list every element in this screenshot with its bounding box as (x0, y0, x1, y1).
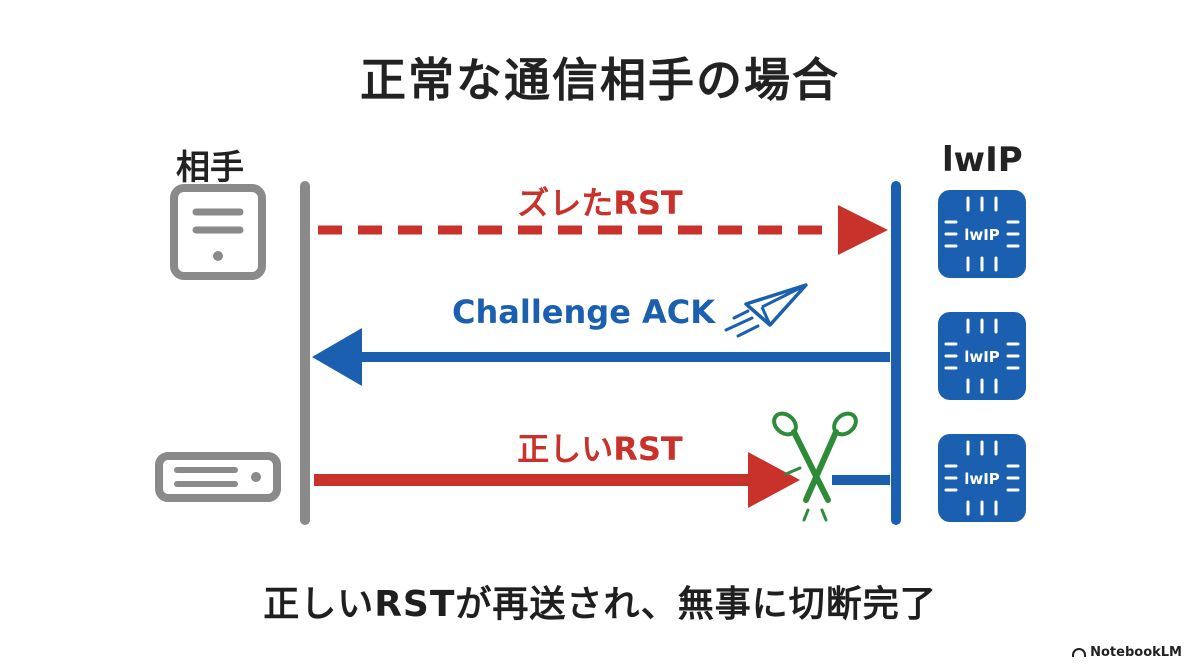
paper-plane-icon (724, 283, 808, 338)
message-label-misaligned-rst: ズレたRST (517, 184, 683, 222)
message-label-correct-rst: 正しいRST (517, 430, 683, 468)
server-rack-icon (155, 452, 281, 502)
watermark: NotebookLM (1072, 645, 1182, 660)
scissors-icon (772, 411, 858, 522)
chip-icon: lwIP (938, 190, 1026, 278)
message-arrow-correct-rst (314, 452, 890, 508)
chip-label: lwIP (964, 348, 1000, 366)
chip-icon: lwIP (938, 312, 1026, 400)
server-tower-icon (170, 184, 266, 280)
message-arrow-challenge-ack (312, 328, 890, 386)
diagram-title: 正常な通信相手の場合 (360, 53, 840, 107)
chip-icon: lwIP (938, 434, 1026, 522)
message-label-challenge-ack: Challenge ACK (452, 293, 716, 331)
watermark-text: NotebookLM (1090, 645, 1182, 660)
participant-left-label: 相手 (176, 148, 244, 188)
chip-label: lwIP (964, 470, 1000, 488)
message-arrow-misaligned-rst (318, 205, 888, 255)
chip-label: lwIP (964, 226, 1000, 244)
participant-right-label: lwIP (942, 140, 1023, 180)
notebooklm-logo-icon (1072, 648, 1087, 657)
footer-caption: 正しいRSTが再送され、無事に切断完了 (263, 584, 937, 625)
